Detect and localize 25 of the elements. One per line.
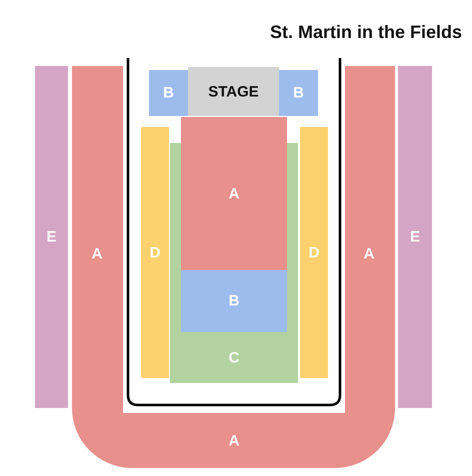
stage-label: STAGE bbox=[208, 84, 259, 99]
seating-section bbox=[170, 143, 298, 383]
section-label: C bbox=[228, 350, 240, 366]
section-label: A bbox=[228, 434, 240, 448]
section-label: B bbox=[163, 86, 174, 100]
seating-section bbox=[300, 127, 328, 378]
u-shaped-seating-section bbox=[72, 66, 395, 468]
section-label: B bbox=[228, 294, 240, 308]
seating-section bbox=[398, 66, 432, 408]
seating-section bbox=[279, 70, 318, 116]
section-label: D bbox=[308, 245, 320, 260]
seating-section bbox=[181, 270, 287, 332]
stage bbox=[188, 67, 279, 116]
seating-section bbox=[181, 117, 287, 270]
section-label: E bbox=[410, 230, 420, 244]
section-label: E bbox=[46, 230, 56, 244]
seating-section bbox=[35, 66, 68, 408]
seating-section bbox=[141, 127, 169, 378]
section-label: D bbox=[150, 245, 160, 260]
seating-section bbox=[149, 70, 188, 116]
section-label: B bbox=[293, 86, 304, 100]
section-label: A bbox=[364, 246, 374, 262]
section-label: A bbox=[228, 186, 240, 201]
venue-title: St. Martin in the Fields bbox=[270, 22, 462, 43]
section-label: A bbox=[92, 246, 102, 262]
